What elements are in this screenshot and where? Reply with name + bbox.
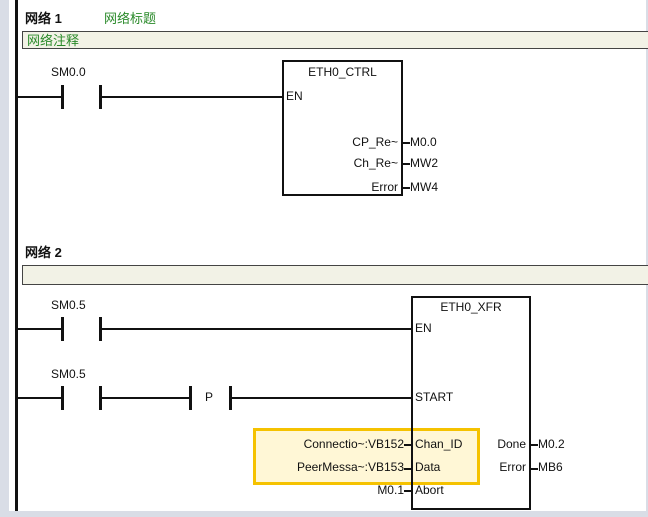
wire [231,397,412,399]
no-contact-sm00[interactable] [99,85,102,109]
wire [101,328,412,330]
pin-chan-id: Chan_ID [415,437,463,451]
wire [17,397,62,399]
p-contact-label: P [205,390,214,404]
pin-cp-re: CP_Re~ [352,135,398,149]
power-rail [15,0,18,511]
contact-sm05-label-2: SM0.5 [51,367,86,381]
network-1-title[interactable]: 网络标题 [104,11,157,26]
no-contact-sm00[interactable] [61,85,64,109]
highlight-box [253,428,480,485]
eth0-ctrl-block[interactable] [282,60,403,196]
no-contact-sm05[interactable] [61,317,64,341]
wire [17,328,62,330]
stub [404,444,412,446]
contact-sm00-label: SM0.0 [51,65,86,79]
operand-chan-id[interactable]: Connectio~:VB152 [303,437,404,451]
network-1-comment[interactable]: 网络注释 [22,31,648,49]
wire [17,96,62,98]
stub [404,468,412,470]
operand-m02[interactable]: M0.2 [538,437,565,451]
wire [101,397,190,399]
network-1-label[interactable]: 网络 1 [25,11,62,26]
contact-sm05-label: SM0.5 [51,298,86,312]
no-contact-sm05-2[interactable] [99,386,102,410]
stub [402,163,410,165]
pin-error: Error [499,460,526,474]
wire [101,96,283,98]
stub [530,444,538,446]
operand-mb6[interactable]: MB6 [538,460,563,474]
pin-start: START [415,390,454,404]
no-contact-sm05[interactable] [99,317,102,341]
pin-en: EN [415,321,432,335]
pin-abort: Abort [415,483,444,497]
operand-abort[interactable]: M0.1 [377,483,404,497]
pin-en: EN [286,89,303,103]
pin-data: Data [415,460,441,474]
p-contact[interactable] [189,386,192,410]
stub [402,187,410,189]
pin-ch-re: Ch_Re~ [353,156,398,170]
stub [404,490,412,492]
operand-data[interactable]: PeerMessa~:VB153 [296,460,404,474]
network-2-label[interactable]: 网络 2 [25,245,62,260]
stub [402,142,410,144]
p-contact[interactable] [229,386,232,410]
operand-mw4[interactable]: MW4 [410,180,438,194]
operand-mw2[interactable]: MW2 [410,156,438,170]
stub [530,468,538,470]
operand-m00[interactable]: M0.0 [410,135,437,149]
network-2-comment[interactable] [22,265,648,285]
pin-done: Done [497,437,526,451]
block-name: ETH0_XFR [440,300,502,314]
block-name: ETH0_CTRL [308,65,377,79]
pin-error: Error [371,180,398,194]
no-contact-sm05-2[interactable] [61,386,64,410]
eth0-xfr-block[interactable] [411,296,531,510]
